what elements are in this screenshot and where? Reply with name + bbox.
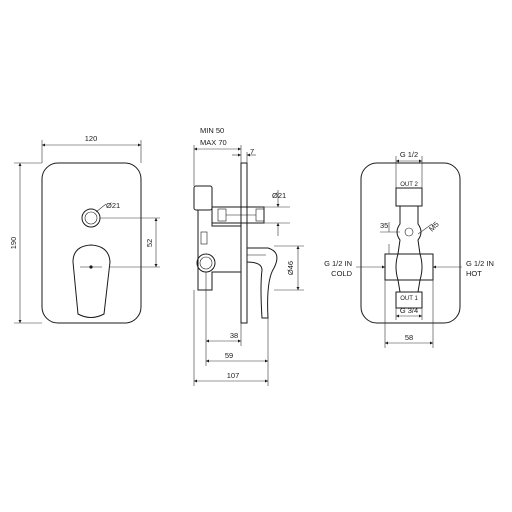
bottom-thread-label: G 3/4 — [400, 306, 418, 315]
depth-min-label: MIN 50 — [200, 126, 224, 135]
rear-width-label: 58 — [405, 333, 413, 342]
hot-inlet-label: G 1/2 IN — [466, 259, 494, 268]
rear-body-upper — [396, 206, 422, 255]
out1-label: OUT 1 — [400, 296, 418, 302]
m5-label: M5 — [427, 220, 441, 234]
dim-59-label: 59 — [225, 351, 233, 360]
outlet-diameter-label: Ø21 — [272, 191, 286, 200]
side-handle — [246, 247, 278, 319]
dim-35-label: 35 — [380, 221, 388, 230]
mixer-handle — [72, 244, 111, 318]
front-cover-plate — [41, 162, 142, 324]
front-height-label: 190 — [9, 237, 18, 250]
cold-inlet-label: G 1/2 IN — [324, 259, 352, 268]
rear-body-lower — [397, 279, 421, 293]
diverter-knob-inner — [84, 211, 98, 225]
side-cover-plate — [240, 162, 248, 324]
dim-38-label: 38 — [230, 331, 238, 340]
rear-view: OUT 2 OUT 1 G 1/2 35 M5 G 1/2 IN COLD G … — [324, 150, 494, 348]
diverter-knob — [81, 208, 101, 228]
mixer-handle-dot — [89, 265, 93, 269]
diverter-diameter-label: Ø21 — [106, 201, 120, 210]
plate-thickness-label: 7 — [250, 147, 254, 156]
depth-max-label: MAX 70 — [200, 138, 227, 147]
handle-diameter-label: Ø46 — [286, 261, 295, 275]
side-view: MIN 50 MAX 70 7 Ø21 Ø46 38 59 107 — [193, 126, 304, 386]
out2-fitting — [395, 187, 423, 207]
valve-body — [197, 210, 242, 291]
rear-body-center — [384, 253, 434, 281]
top-thread-label: G 1/2 — [400, 150, 418, 159]
diverter-offset-label: 52 — [145, 239, 154, 247]
out2-label: OUT 2 — [400, 182, 418, 188]
cold-label: COLD — [331, 269, 352, 278]
front-width-label: 120 — [85, 134, 98, 143]
rear-plate — [360, 162, 461, 324]
hot-label: HOT — [466, 269, 482, 278]
out1-fitting — [395, 291, 423, 309]
valve-body-rib — [200, 231, 208, 245]
front-view: 120 190 52 Ø21 — [9, 134, 160, 324]
valve-body-top — [193, 185, 213, 211]
dim-107-label: 107 — [227, 371, 240, 380]
